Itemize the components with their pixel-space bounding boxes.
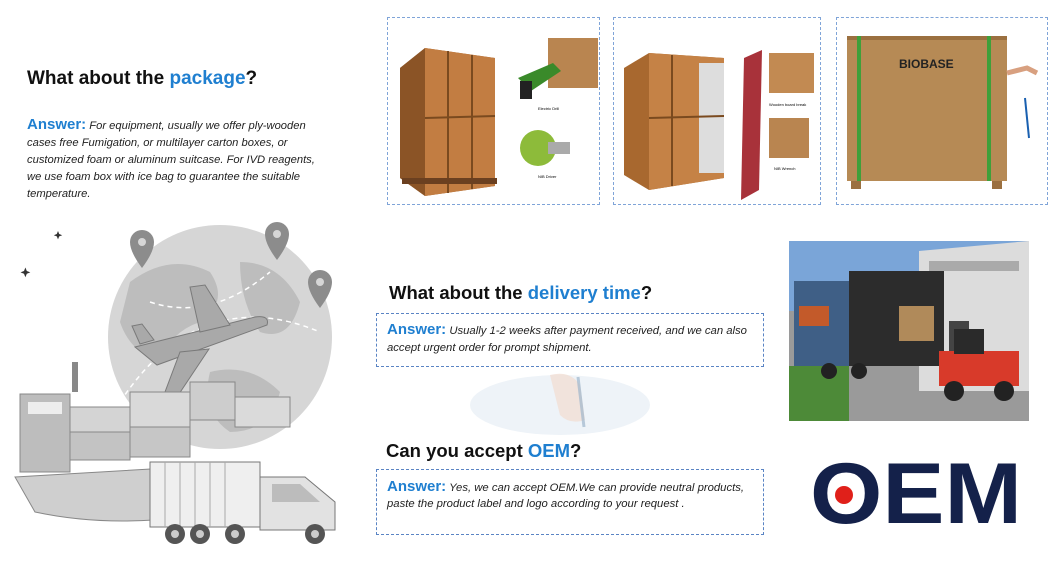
airplane-icon	[131, 284, 268, 395]
location-pin-icon	[130, 222, 332, 308]
ship-icon	[14, 362, 291, 522]
oem-heading: Can you accept OEM?	[386, 440, 582, 461]
delivery-heading: What about the delivery time?	[389, 282, 653, 303]
photo-carton-box: BIOBASE	[836, 17, 1048, 205]
truck-icon	[149, 461, 336, 544]
oem-answer-text: Yes, we can accept OEM.We can provide ne…	[387, 482, 745, 510]
biobase-logo-text: BIOBASE	[899, 57, 954, 71]
delivery-answer-text: Usually 1-2 weeks after payment received…	[387, 325, 747, 354]
logistics-illustration	[14, 222, 336, 544]
oem-logo: OEM	[810, 446, 1025, 542]
photo-container-loading	[789, 241, 1029, 421]
delivery-answer-label: Answer:	[387, 321, 447, 338]
package-answer: Answer: For equipment, usually we offer …	[27, 116, 327, 203]
oem-red-dot	[835, 486, 853, 504]
crate1-caption-b: NIB Driver	[538, 174, 557, 179]
oem-answer-label: Answer:	[387, 478, 447, 495]
delivery-answer-box: Answer: Usually 1-2 weeks after payment …	[376, 313, 764, 367]
open-crate-illustration: Wooden board break NIB Wrench	[614, 18, 820, 204]
oem-answer-box: Answer: Yes, we can accept OEM.We can pr…	[376, 469, 764, 535]
photo-open-crate: Wooden board break NIB Wrench	[613, 17, 821, 205]
package-answer-label: Answer:	[27, 116, 87, 133]
oem-logo-graphic: OEM	[810, 446, 1022, 542]
crate2-caption-a: Wooden board break	[769, 102, 806, 107]
hand-background-illustration	[470, 373, 650, 435]
wooden-crate-illustration: Electric Drill NIB Driver	[388, 18, 599, 204]
package-answer-text: For equipment, usually we offer ply-wood…	[27, 120, 315, 200]
carton-box-illustration: BIOBASE	[837, 18, 1047, 204]
package-heading: What about the package?	[27, 68, 258, 89]
photo-wooden-crate: Electric Drill NIB Driver	[387, 17, 600, 205]
sparkle-icon	[20, 231, 63, 278]
crate1-caption-a: Electric Drill	[538, 106, 559, 111]
crate2-caption-b: NIB Wrench	[774, 166, 796, 171]
container-loading-illustration	[789, 241, 1029, 421]
